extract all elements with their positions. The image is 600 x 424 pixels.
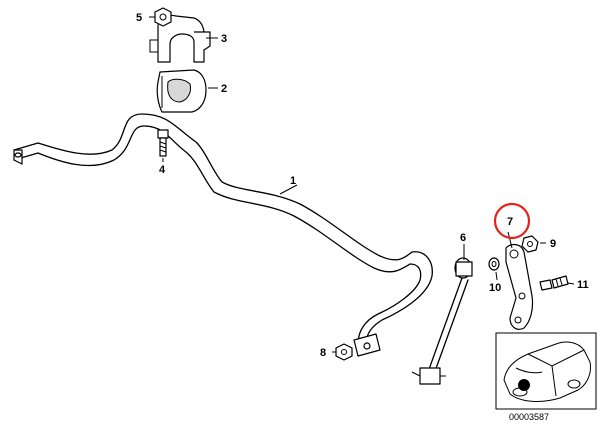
washer-part-10[interactable] <box>488 257 500 271</box>
reference-number: 00003587 <box>509 412 549 422</box>
stabilizer-bar[interactable] <box>13 113 433 357</box>
nut-part-9[interactable] <box>521 235 539 253</box>
label-6[interactable]: 6 <box>460 232 466 244</box>
label-8[interactable]: 8 <box>320 347 326 359</box>
label-11[interactable]: 11 <box>577 279 589 291</box>
label-10[interactable]: 10 <box>489 282 501 294</box>
vehicle-location-inset: 00003587 <box>495 332 597 422</box>
rubber-bushing[interactable] <box>156 69 207 113</box>
label-5[interactable]: 5 <box>136 12 142 24</box>
stabilizer-link[interactable] <box>411 257 473 385</box>
highlight-circle <box>493 202 531 240</box>
label-4[interactable]: 4 <box>159 164 166 176</box>
label-2[interactable]: 2 <box>221 83 227 95</box>
leader-lines <box>149 16 575 353</box>
label-3[interactable]: 3 <box>221 33 227 45</box>
label-9[interactable]: 9 <box>550 238 556 250</box>
bracket-part-7[interactable] <box>505 243 534 330</box>
bushing-bracket[interactable] <box>149 14 211 63</box>
bolt-part-11[interactable] <box>539 275 569 291</box>
nut-part-5[interactable] <box>154 7 172 27</box>
bolt-part-4[interactable] <box>157 129 169 157</box>
label-1[interactable]: 1 <box>290 175 296 187</box>
label-7[interactable]: 7 <box>507 216 513 228</box>
callout-labels: 1 2 3 4 5 6 7 8 9 10 11 <box>136 12 589 359</box>
location-dot <box>518 379 530 391</box>
nut-part-8[interactable] <box>335 343 353 361</box>
